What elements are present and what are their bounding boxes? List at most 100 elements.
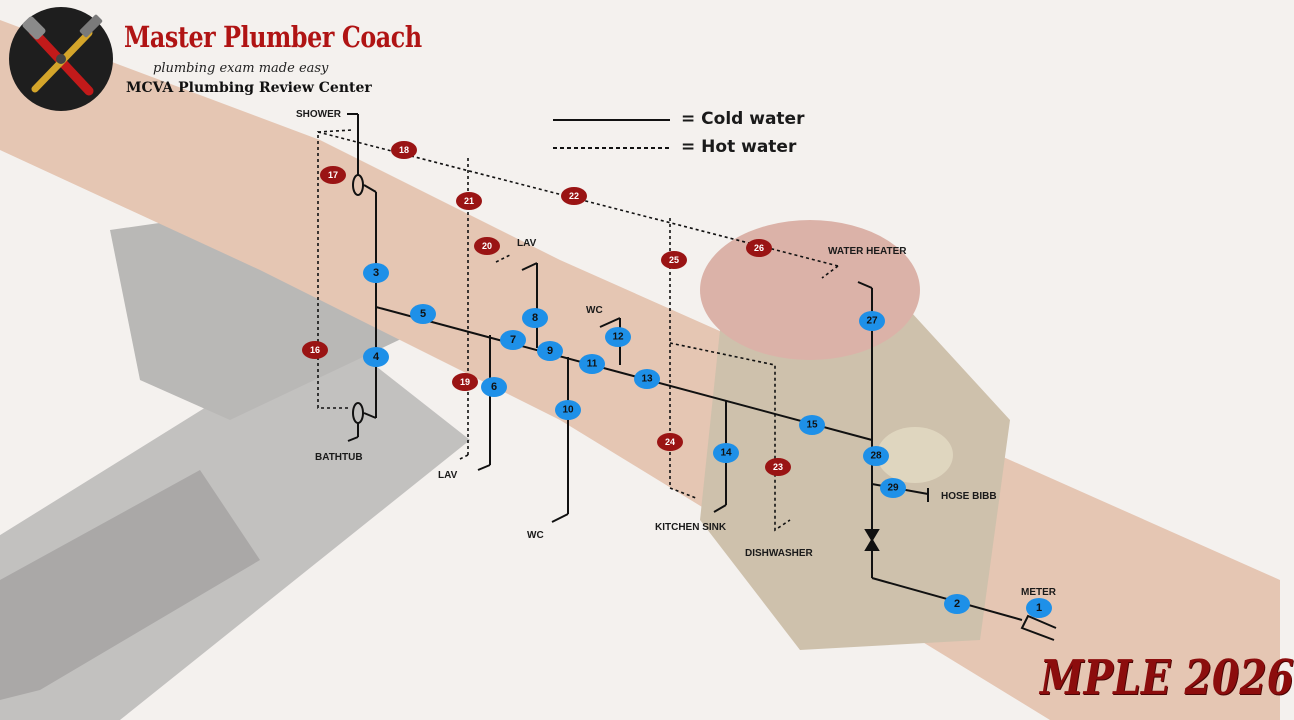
node-label: 11 xyxy=(587,359,598,370)
node-label: 2 xyxy=(954,598,960,610)
node-label: 28 xyxy=(870,451,882,462)
valve-icon-lower xyxy=(864,538,880,551)
hot-node-26: 26 xyxy=(746,239,772,257)
node-label: 8 xyxy=(532,312,538,324)
mple-badge: MPLE 2026 xyxy=(1040,650,1294,706)
node-label: 22 xyxy=(569,191,579,201)
legend-hot-label: = Hot water xyxy=(681,137,797,157)
brand-title: Master Plumber Coach xyxy=(124,20,422,54)
node-label: 4 xyxy=(373,351,380,363)
shower-cold-connector xyxy=(363,184,377,193)
shower-valve-icon xyxy=(352,174,364,196)
cold-node-3: 3 xyxy=(363,263,389,283)
hot-main-line xyxy=(317,130,839,409)
cold-node-11: 11 xyxy=(579,354,605,374)
node-label: 1 xyxy=(1036,602,1042,614)
cold-node-29: 29 xyxy=(880,478,906,498)
fixture-label-hose-bibb: HOSE BIBB xyxy=(941,491,997,502)
hot-kitchen-end xyxy=(669,487,697,499)
node-label: 16 xyxy=(310,345,320,355)
hot-node-22: 22 xyxy=(561,187,587,205)
node-label: 6 xyxy=(491,381,497,393)
node-label: 10 xyxy=(562,405,574,416)
node-label: 15 xyxy=(806,420,818,431)
fixture-label-dishwasher: DISHWASHER xyxy=(745,548,813,559)
wrench-handle-shape xyxy=(0,470,260,700)
node-label: 3 xyxy=(373,267,379,279)
hot-lav-lower-end xyxy=(457,454,469,461)
cold-node-7: 7 xyxy=(500,330,526,350)
cold-node-15: 15 xyxy=(799,415,825,435)
hot-node-20: 20 xyxy=(474,237,500,255)
hot-node-21: 21 xyxy=(456,192,482,210)
fixture-label-lav-upper: LAV xyxy=(517,238,537,249)
cold-node-9: 9 xyxy=(537,341,563,361)
logo-badge xyxy=(9,7,113,111)
meter-symbol xyxy=(1020,614,1057,641)
fixture-label-meter: METER xyxy=(1021,587,1056,598)
node-label: 25 xyxy=(669,255,679,265)
node-label: 14 xyxy=(720,448,732,459)
cold-node-12: 12 xyxy=(605,327,631,347)
valve-body-shape xyxy=(700,300,1010,650)
hot-lav-upper-end xyxy=(495,254,511,263)
cold-node-4: 4 xyxy=(363,347,389,367)
cold-wc-upper-end xyxy=(599,317,621,328)
bathtub-spout-tip xyxy=(347,436,359,442)
node-label: 12 xyxy=(612,332,624,343)
node-label: 26 xyxy=(754,243,764,253)
cold-node-8: 8 xyxy=(522,308,548,328)
node-label: 29 xyxy=(887,483,899,494)
node-label: 5 xyxy=(420,308,426,320)
hot-node-19: 19 xyxy=(452,373,478,391)
fixture-label-shower: SHOWER xyxy=(296,109,341,120)
node-label: 18 xyxy=(399,145,409,155)
node-label: 21 xyxy=(464,196,474,206)
water-heater-inlet xyxy=(857,281,873,289)
cold-node-2: 2 xyxy=(944,594,970,614)
cold-node-1: 1 xyxy=(1026,598,1052,618)
cold-node-6: 6 xyxy=(481,377,507,397)
hot-node-17: 17 xyxy=(320,166,346,184)
fixture-label-wc-upper: WC xyxy=(586,305,603,316)
valve-cap-shape xyxy=(877,427,953,483)
fixture-label-kitchen-sink: KITCHEN SINK xyxy=(655,522,727,533)
node-label: 13 xyxy=(641,374,653,385)
valve-icon xyxy=(864,529,880,542)
cold-node-14: 14 xyxy=(713,443,739,463)
node-label: 27 xyxy=(866,316,878,327)
hot-node-24: 24 xyxy=(657,433,683,451)
hot-node-18: 18 xyxy=(391,141,417,159)
node-label: 24 xyxy=(665,437,675,447)
bathtub-cold-connector xyxy=(363,412,377,419)
cold-wc-lower-end xyxy=(551,513,569,523)
node-label: 17 xyxy=(328,170,338,180)
node-label: 7 xyxy=(510,334,516,346)
brand-tagline: plumbing exam made easy xyxy=(153,61,329,76)
cold-lav-upper-end xyxy=(521,262,538,271)
node-label: 20 xyxy=(482,241,492,251)
node-label: 19 xyxy=(460,377,470,387)
brand-review-center: MCVA Plumbing Review Center xyxy=(126,80,372,96)
legend-cold-label: = Cold water xyxy=(681,109,805,129)
hot-node-16: 16 xyxy=(302,341,328,359)
cold-node-10: 10 xyxy=(555,400,581,420)
cold-kitchen-end xyxy=(713,504,727,513)
cold-main-horizontal xyxy=(375,306,873,441)
cold-node-5: 5 xyxy=(410,304,436,324)
fixture-label-lav-lower: LAV xyxy=(438,470,458,481)
node-label: 9 xyxy=(547,345,553,357)
cold-node-13: 13 xyxy=(634,369,660,389)
cold-lav-lower-end xyxy=(477,464,491,471)
node-label: 23 xyxy=(773,462,783,472)
fixture-label-water-heater: WATER HEATER xyxy=(828,246,907,257)
hot-node-25: 25 xyxy=(661,251,687,269)
fixture-label-bathtub: BATHTUB xyxy=(315,452,363,463)
fixture-label-wc-lower: WC xyxy=(527,530,544,541)
hot-node-23: 23 xyxy=(765,458,791,476)
cold-node-28: 28 xyxy=(863,446,889,466)
